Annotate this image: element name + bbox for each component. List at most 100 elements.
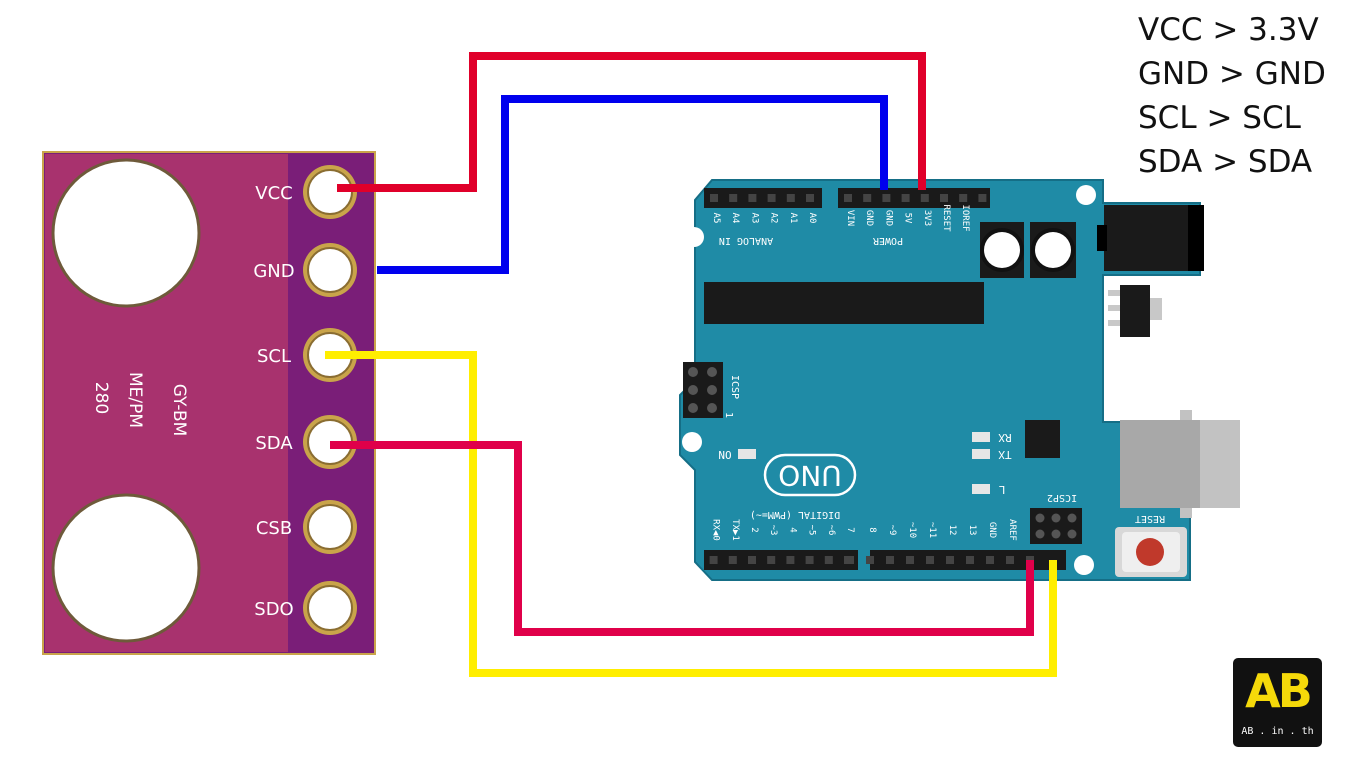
capacitor <box>980 222 1024 278</box>
header-pin-label: A1 <box>788 213 798 224</box>
header-pin-hole <box>866 556 874 564</box>
reset-label: RESET <box>1135 513 1165 524</box>
digital-header-low <box>704 550 858 570</box>
header-pin-label: 13 <box>967 525 977 536</box>
header-pin-label: 12 <box>947 525 957 536</box>
tx-led <box>972 449 990 459</box>
header-pin-hole <box>767 194 776 202</box>
header-pin-hole <box>946 556 954 564</box>
header-pin-label: 5V <box>903 213 913 224</box>
header-pin-hole <box>901 194 910 202</box>
analog-in-label: ANALOG IN <box>719 235 773 246</box>
header-pin-hole <box>710 194 718 202</box>
wire-scl <box>325 351 1057 677</box>
header-pin-hole <box>729 194 738 202</box>
reset-button[interactable] <box>1115 527 1187 577</box>
header-pin-hole <box>906 556 914 564</box>
header-pin-hole <box>940 194 948 202</box>
header-pin-label: RX◀0 <box>711 519 721 541</box>
power-header <box>838 188 990 208</box>
header-pin-label: A3 <box>749 213 759 224</box>
wire-sda <box>330 441 1034 636</box>
usb-b-connector <box>1120 410 1240 518</box>
header-pin-label: A0 <box>807 213 817 224</box>
header-pin-label: ~3 <box>768 525 778 536</box>
header-pin-label: GND <box>883 210 893 226</box>
arduino-uno-board: ANALOG IN POWER DIGITAL (PWM=~) UNO ICSP… <box>679 179 1240 581</box>
wires <box>325 52 1057 677</box>
sensor-pin-label: SDO <box>254 599 293 620</box>
l-label: L <box>998 483 1005 496</box>
analog-header <box>704 188 822 208</box>
header-pin-label: A2 <box>769 213 779 224</box>
header-pin-hole <box>926 556 934 564</box>
header-pin-label: 7 <box>845 527 855 532</box>
header-pin-label: AREF <box>1007 519 1017 541</box>
legend-item-sda: SDA > SDA <box>1138 144 1313 180</box>
icsp-header <box>683 362 723 418</box>
header-pin-label: 3V3 <box>922 210 932 226</box>
usb-interface-chip <box>1025 420 1060 458</box>
header-pin-label: ~5 <box>807 525 817 536</box>
mounting-hole <box>682 432 702 452</box>
mounting-hole <box>684 227 704 247</box>
header-pin-hole <box>966 556 974 564</box>
header-pin-hole <box>986 556 994 564</box>
header-pin-label: VIN <box>845 210 855 226</box>
header-pin-hole <box>844 194 852 202</box>
sensor-model-label: 280 <box>91 382 111 414</box>
header-pin-label: ~11 <box>927 522 937 538</box>
uno-label: UNO <box>778 459 841 492</box>
header-pin-holes <box>709 194 1034 564</box>
header-pin-label: ~6 <box>826 525 836 536</box>
header-pin-label: ~9 <box>887 525 897 536</box>
sensor-pin-gnd[interactable]: GND <box>253 243 357 297</box>
on-label: ON <box>718 448 731 461</box>
header-pin-hole <box>882 194 891 202</box>
sensor-pin-label: SCL <box>257 346 291 367</box>
sensor-pin-csb[interactable]: CSB <box>256 500 357 554</box>
pin-hole <box>307 504 353 550</box>
header-pin-hole <box>728 556 737 564</box>
microcontroller-chip <box>704 282 984 324</box>
header-pin-label: A5 <box>711 213 721 224</box>
tx-label: TX <box>998 448 1012 461</box>
rx-label: RX <box>998 431 1012 444</box>
mounting-hole <box>1076 185 1096 205</box>
sensor-pin-label: CSB <box>256 518 292 539</box>
header-pin-hole <box>824 556 833 564</box>
legend-item-vcc: VCC > 3.3V <box>1138 12 1319 48</box>
header-pin-label: RESET <box>941 204 951 232</box>
sensor-model-label: ME/PM <box>125 372 145 428</box>
capacitor <box>1030 222 1076 278</box>
ab-logo-mark: AB <box>1245 664 1313 718</box>
header-pin-label: A4 <box>730 213 740 224</box>
sensor-pin-vcc[interactable]: VCC <box>255 165 357 219</box>
dc-power-jack <box>1097 205 1204 271</box>
header-pin-label: 8 <box>867 527 877 532</box>
header-pin-hole <box>767 556 776 564</box>
header-pin-hole <box>748 194 757 202</box>
header-pin-hole <box>1006 556 1014 564</box>
ab-logo: AB AB . in . th <box>1233 658 1322 747</box>
icsp-pin-1-label: 1 <box>723 412 734 418</box>
sensor-model-label: GY-BM <box>169 384 189 437</box>
header-pin-label: 4 <box>787 527 797 532</box>
pin-hole <box>307 247 353 293</box>
icsp2-header <box>1030 508 1082 544</box>
header-pin-hole <box>786 194 795 202</box>
connection-legend: VCC > 3.3V GND > GND SCL > SCL SDA > SDA <box>1138 8 1326 184</box>
on-led <box>738 449 756 459</box>
sensor-pin-label: VCC <box>255 183 292 204</box>
header-pin-label: IOREF <box>960 204 970 231</box>
sensor-mounting-hole <box>51 158 201 308</box>
ab-logo-text: AB . in . th <box>1241 726 1314 737</box>
header-pin-hole <box>786 556 795 564</box>
header-pin-hole <box>978 194 987 202</box>
legend-item-gnd: GND > GND <box>1138 56 1326 92</box>
sensor-pin-label: GND <box>253 261 294 282</box>
header-pin-hole <box>748 556 756 564</box>
header-pin-label: 2 <box>749 527 759 532</box>
sensor-pin-sdo[interactable]: SDO <box>254 581 357 635</box>
